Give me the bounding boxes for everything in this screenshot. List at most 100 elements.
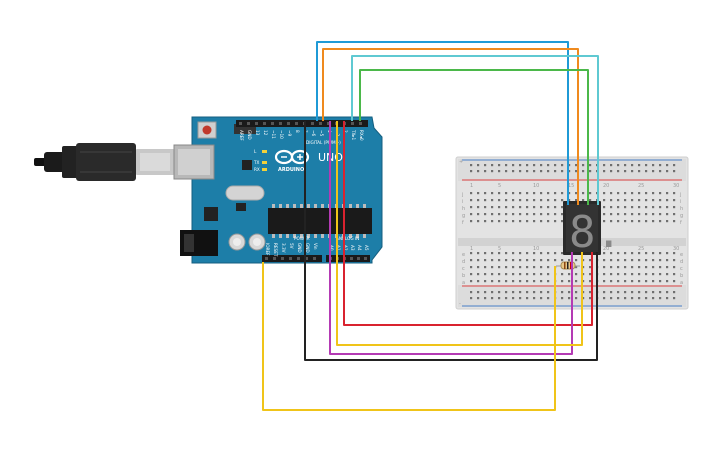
breadboard-hole[interactable] <box>533 220 536 223</box>
breadboard-hole[interactable] <box>624 192 627 195</box>
breadboard-hole[interactable] <box>673 199 676 202</box>
breadboard-hole[interactable] <box>673 213 676 216</box>
breadboard-hole[interactable] <box>540 170 543 173</box>
breadboard-hole[interactable] <box>603 220 606 223</box>
breadboard-hole[interactable] <box>575 170 578 173</box>
breadboard-hole[interactable] <box>470 164 473 167</box>
breadboard-hole[interactable] <box>519 280 522 283</box>
breadboard-hole[interactable] <box>575 192 578 195</box>
breadboard-hole[interactable] <box>659 192 662 195</box>
breadboard-hole[interactable] <box>659 220 662 223</box>
breadboard-hole[interactable] <box>533 252 536 255</box>
breadboard-hole[interactable] <box>659 273 662 276</box>
breadboard-hole[interactable] <box>547 170 550 173</box>
breadboard-hole[interactable] <box>533 170 536 173</box>
power-pin-hole[interactable] <box>273 257 276 260</box>
breadboard-hole[interactable] <box>519 259 522 262</box>
breadboard-hole[interactable] <box>533 199 536 202</box>
breadboard-hole[interactable] <box>673 206 676 209</box>
wire-red[interactable] <box>343 121 593 326</box>
breadboard-hole[interactable] <box>645 259 648 262</box>
breadboard-hole[interactable] <box>659 164 662 167</box>
breadboard-hole[interactable] <box>568 291 571 294</box>
breadboard-hole[interactable] <box>652 259 655 262</box>
breadboard-hole[interactable] <box>554 259 557 262</box>
breadboard-hole[interactable] <box>638 252 641 255</box>
power-pin-hole[interactable] <box>297 257 300 260</box>
power-pin-hole[interactable] <box>265 257 268 260</box>
breadboard-hole[interactable] <box>617 206 620 209</box>
breadboard-hole[interactable] <box>638 259 641 262</box>
breadboard-hole[interactable] <box>666 164 669 167</box>
breadboard-hole[interactable] <box>526 297 529 300</box>
breadboard-hole[interactable] <box>561 259 564 262</box>
breadboard-hole[interactable] <box>561 273 564 276</box>
breadboard-hole[interactable] <box>519 297 522 300</box>
breadboard-hole[interactable] <box>666 220 669 223</box>
breadboard-hole[interactable] <box>603 170 606 173</box>
breadboard-hole[interactable] <box>547 206 550 209</box>
breadboard-hole[interactable] <box>673 273 676 276</box>
breadboard-hole[interactable] <box>561 220 564 223</box>
breadboard-hole[interactable] <box>631 297 634 300</box>
breadboard-hole[interactable] <box>512 164 515 167</box>
breadboard-hole[interactable] <box>575 266 578 269</box>
breadboard-hole[interactable] <box>547 259 550 262</box>
breadboard-hole[interactable] <box>491 259 494 262</box>
breadboard-hole[interactable] <box>561 297 564 300</box>
breadboard-hole[interactable] <box>554 206 557 209</box>
breadboard-hole[interactable] <box>498 273 501 276</box>
breadboard-hole[interactable] <box>491 280 494 283</box>
breadboard-hole[interactable] <box>610 192 613 195</box>
breadboard-hole[interactable] <box>631 170 634 173</box>
digital-pin-hole[interactable] <box>247 122 250 125</box>
breadboard-hole[interactable] <box>610 297 613 300</box>
breadboard-hole[interactable] <box>645 297 648 300</box>
breadboard-hole[interactable] <box>498 164 501 167</box>
breadboard-hole[interactable] <box>638 206 641 209</box>
breadboard-hole[interactable] <box>617 170 620 173</box>
breadboard-hole[interactable] <box>575 273 578 276</box>
breadboard-hole[interactable] <box>610 266 613 269</box>
breadboard-hole[interactable] <box>470 291 473 294</box>
breadboard-hole[interactable] <box>652 206 655 209</box>
breadboard-hole[interactable] <box>638 291 641 294</box>
breadboard-hole[interactable] <box>603 273 606 276</box>
breadboard-hole[interactable] <box>519 291 522 294</box>
breadboard-hole[interactable] <box>582 164 585 167</box>
breadboard-hole[interactable] <box>512 220 515 223</box>
breadboard-hole[interactable] <box>652 164 655 167</box>
breadboard-hole[interactable] <box>631 164 634 167</box>
breadboard-hole[interactable] <box>512 259 515 262</box>
digital-pin-hole[interactable] <box>263 122 266 125</box>
breadboard-hole[interactable] <box>540 192 543 195</box>
breadboard-hole[interactable] <box>617 291 620 294</box>
breadboard-hole[interactable] <box>561 164 564 167</box>
breadboard-hole[interactable] <box>561 252 564 255</box>
wire-black[interactable] <box>304 121 598 361</box>
breadboard-hole[interactable] <box>512 280 515 283</box>
breadboard-hole[interactable] <box>645 291 648 294</box>
breadboard-hole[interactable] <box>484 266 487 269</box>
breadboard-hole[interactable] <box>491 199 494 202</box>
breadboard-hole[interactable] <box>477 170 480 173</box>
digital-pin-hole[interactable] <box>311 122 314 125</box>
breadboard-hole[interactable] <box>498 192 501 195</box>
breadboard-hole[interactable] <box>484 170 487 173</box>
breadboard-hole[interactable] <box>589 273 592 276</box>
breadboard-hole[interactable] <box>540 280 543 283</box>
breadboard-hole[interactable] <box>491 291 494 294</box>
power-pin-hole[interactable] <box>281 257 284 260</box>
breadboard-hole[interactable] <box>512 252 515 255</box>
breadboard-hole[interactable] <box>631 266 634 269</box>
breadboard-hole[interactable] <box>526 280 529 283</box>
breadboard-hole[interactable] <box>533 164 536 167</box>
breadboard-hole[interactable] <box>666 206 669 209</box>
breadboard-hole[interactable] <box>631 252 634 255</box>
breadboard-hole[interactable] <box>575 297 578 300</box>
wire-cyan[interactable] <box>351 55 599 205</box>
breadboard-hole[interactable] <box>568 280 571 283</box>
breadboard-hole[interactable] <box>526 199 529 202</box>
breadboard-hole[interactable] <box>470 259 473 262</box>
breadboard-hole[interactable] <box>624 280 627 283</box>
